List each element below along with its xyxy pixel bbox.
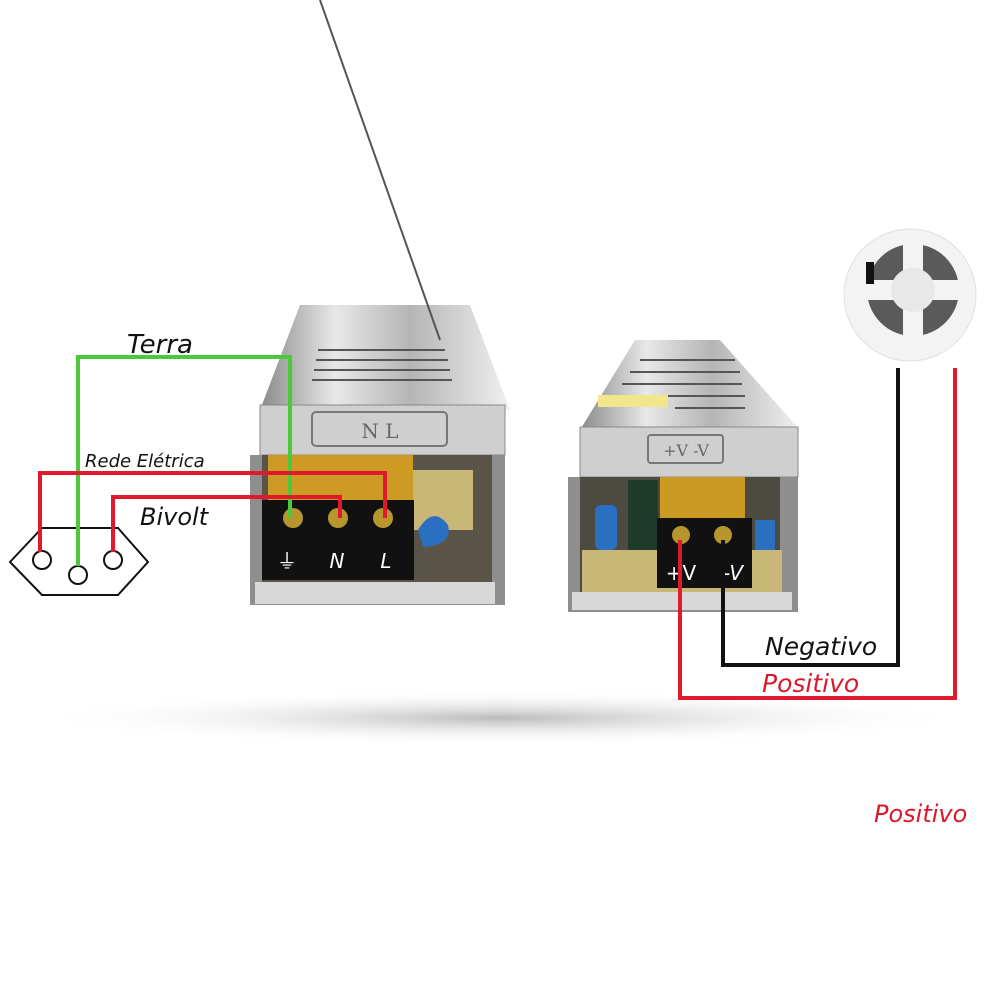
terminal-ground-label: ⏚ [277, 549, 297, 573]
live-wire-inner [111, 495, 342, 552]
live-wire-outer [38, 471, 387, 552]
negativo-label: Negativo [765, 632, 877, 661]
left-cover-marking: N L [361, 419, 398, 443]
right-cover-marking: +V -V [663, 441, 709, 460]
rede-eletrica-label: Rede Elétrica [85, 451, 205, 472]
left-power-supply: N L ⏚ N L [250, 0, 510, 605]
positivo-label: Positivo [762, 669, 859, 698]
ground-wire [76, 355, 292, 566]
terminal-n-label: N [330, 549, 345, 573]
right-power-supply: +V -V +V -V [568, 340, 800, 612]
led-strip-reel [843, 228, 977, 362]
negative-wire [721, 368, 900, 667]
floor-shadow [30, 690, 970, 746]
bivolt-label: Bivolt [140, 503, 210, 531]
terminal-negative-label: -V [723, 561, 744, 585]
positivo-bottom-label: Positivo [874, 800, 967, 828]
positive-wire [678, 368, 957, 700]
terra-label: Terra [127, 330, 193, 360]
terminal-l-label: L [380, 549, 391, 573]
capacitor [418, 516, 449, 547]
